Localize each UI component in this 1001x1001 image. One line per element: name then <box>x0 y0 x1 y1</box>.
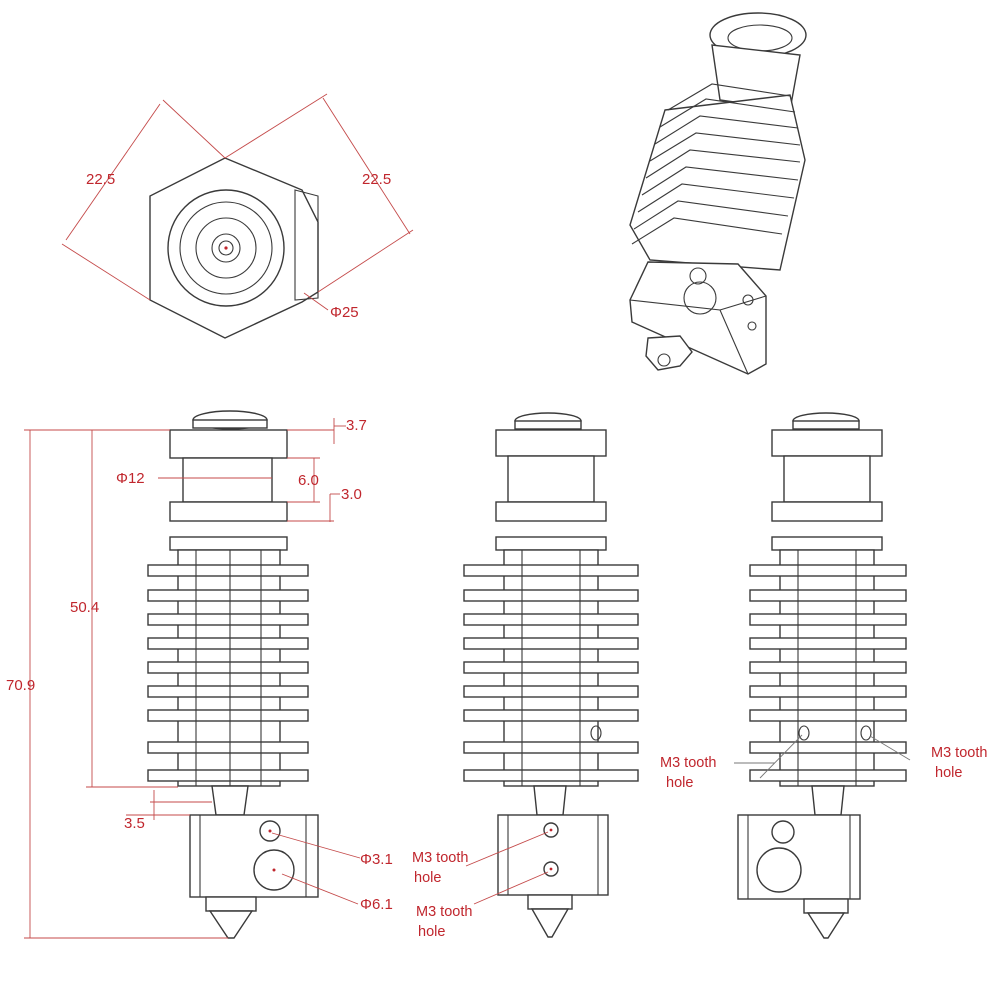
top-view-bore-ring <box>211 233 241 263</box>
dim-large-hole-leader <box>281 873 359 905</box>
dim-total-label: 70.9 <box>6 677 35 694</box>
side-lower-note-line2: hole <box>418 924 445 940</box>
back-right-note-line2: hole <box>935 765 962 781</box>
top-view-inner-ring <box>195 217 257 279</box>
front-neck <box>182 457 273 503</box>
side-nozzle-tip <box>530 908 570 938</box>
dim-neck-gap-label: 6.0 <box>298 472 319 489</box>
dim-small-hole-leader <box>271 832 361 859</box>
dim-right-line <box>322 97 411 235</box>
dim-diameter-leader <box>303 292 329 311</box>
iso-side-hole-2 <box>747 321 757 331</box>
side-top-collar <box>495 429 607 457</box>
back-throat <box>811 785 845 816</box>
side-lower-note-line1: M3 tooth <box>416 904 472 920</box>
back-small-hole <box>771 820 795 844</box>
front-fins <box>147 564 309 782</box>
dim-right-extension-top <box>224 93 328 159</box>
dim-heatsink-label: 50.4 <box>70 599 99 616</box>
side-mid-collar <box>495 501 607 522</box>
dim-neck-dia-label: Φ12 <box>116 470 145 487</box>
front-nozzle-hex <box>205 896 257 912</box>
back-large-hole <box>756 847 802 893</box>
side-view: M3 tooth hole M3 tooth hole <box>412 412 639 940</box>
iso-fins <box>631 83 801 245</box>
iso-large-hole <box>683 281 717 315</box>
back-view: M3 tooth hole M3 tooth hole <box>660 412 987 939</box>
back-m3-hole-right <box>860 725 872 741</box>
side-lower-note-leader <box>473 871 549 905</box>
dim-collar-label: 3.0 <box>341 486 362 503</box>
front-cap-ring <box>192 419 268 429</box>
side-fins <box>463 564 639 782</box>
iso-heater-block-edge-2 <box>719 295 767 311</box>
back-nozzle-hex <box>803 898 849 914</box>
dim-throat-label: 3.5 <box>124 815 145 832</box>
side-cap-ring <box>514 420 582 430</box>
dim-diameter-label: Φ25 <box>330 304 359 321</box>
back-top-collar <box>771 429 883 457</box>
iso-small-hole <box>689 267 707 285</box>
dim-cap-label: 3.7 <box>346 417 367 434</box>
front-throat <box>211 785 249 816</box>
top-view-side-flange <box>294 189 319 301</box>
front-top-collar <box>169 429 288 459</box>
front-large-hole-center <box>272 868 276 872</box>
side-ring-1 <box>495 536 607 551</box>
side-m3-hole-lower-center <box>549 867 553 871</box>
dim-left-label: 22.5 <box>86 171 115 188</box>
back-fins <box>749 564 907 782</box>
back-neck <box>783 455 871 503</box>
side-m3-hole <box>590 725 602 741</box>
back-right-note-leader <box>869 735 911 761</box>
side-neck <box>507 455 595 503</box>
front-ring-1 <box>169 536 288 551</box>
side-throat <box>533 785 567 816</box>
iso-nozzle-tip <box>657 353 671 367</box>
side-nozzle-hex <box>527 894 573 910</box>
isometric-view <box>629 12 807 375</box>
iso-nozzle <box>645 335 693 371</box>
back-nozzle-tip <box>806 912 846 939</box>
top-view-bore <box>218 240 234 256</box>
front-mid-collar <box>169 501 288 522</box>
iso-heater-block <box>629 261 767 375</box>
back-mid-collar <box>771 501 883 522</box>
back-m3-hole-left <box>798 725 810 741</box>
dim-large-hole-label: Φ6.1 <box>360 896 393 913</box>
top-view-center-mark <box>224 246 228 250</box>
back-left-note-leader <box>759 734 803 779</box>
iso-side-hole <box>742 294 754 306</box>
back-left-note-line1: M3 tooth <box>660 755 716 771</box>
dim-right-extension-bottom <box>317 229 414 293</box>
front-nozzle-tip <box>208 910 254 939</box>
front-heater-block <box>189 814 319 898</box>
side-upper-note-leader <box>465 831 549 867</box>
top-view: 22.5 22.5 Φ25 <box>61 93 414 339</box>
back-right-note-line1: M3 tooth <box>931 745 987 761</box>
side-upper-note-line1: M3 tooth <box>412 850 468 866</box>
front-small-hole-center <box>268 829 272 833</box>
front-view: 70.9 50.4 3.7 6.0 3.0 Φ12 3.5 Φ3.1 Φ6.1 <box>6 410 393 939</box>
dim-left-extension-bottom <box>61 243 151 301</box>
iso-heatsink-body <box>629 94 806 271</box>
back-ring-1 <box>771 536 883 551</box>
back-heater-block <box>737 814 861 900</box>
back-cap-ring <box>792 420 860 430</box>
side-m3-hole-upper-center <box>549 828 553 832</box>
dim-small-hole-label: Φ3.1 <box>360 851 393 868</box>
dim-left-extension-top <box>162 99 226 159</box>
side-upper-note-line2: hole <box>414 870 441 886</box>
back-left-note-line2: hole <box>666 775 693 791</box>
dim-left-line <box>65 103 161 241</box>
dim-right-label: 22.5 <box>362 171 391 188</box>
top-view-mid-ring <box>179 201 273 295</box>
